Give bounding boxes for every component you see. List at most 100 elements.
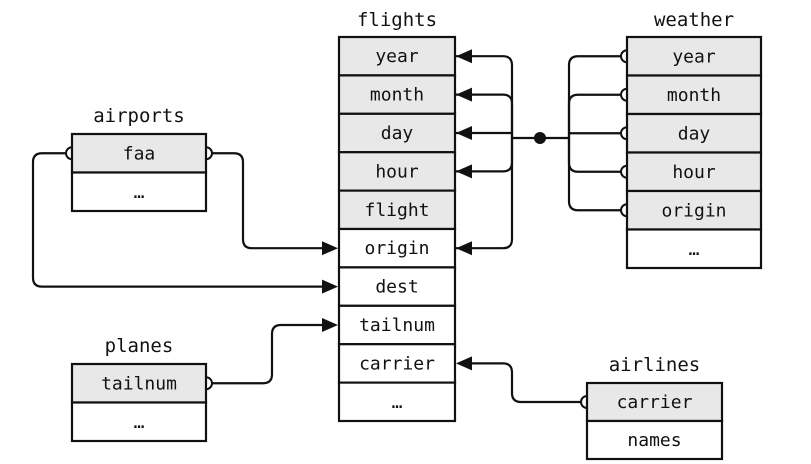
field-label: … xyxy=(689,239,700,260)
table-row[interactable]: tailnum xyxy=(337,304,457,346)
cell-field xyxy=(70,171,208,213)
table-row[interactable]: carrier xyxy=(585,381,724,423)
cell-key xyxy=(625,151,763,193)
table-title-airports: airports xyxy=(93,105,185,127)
link-flights-weather xyxy=(455,138,514,173)
table-title-planes: planes xyxy=(105,335,174,357)
cell-field xyxy=(337,227,457,269)
cell-field xyxy=(337,266,457,307)
field-label: carrier xyxy=(617,392,693,413)
link-airports-dest xyxy=(31,152,325,288)
arrowhead-icon xyxy=(322,318,338,332)
link-weather-flights xyxy=(567,138,621,173)
field-label: dest xyxy=(375,277,418,298)
link-weather-flights xyxy=(567,55,621,138)
table-row[interactable]: day xyxy=(337,112,457,154)
arrowhead-icon xyxy=(322,241,338,256)
field-label: month xyxy=(667,85,721,106)
cell-field xyxy=(70,401,208,443)
link-flights-weather xyxy=(455,93,514,138)
field-label: origin xyxy=(364,238,429,259)
field-label: … xyxy=(134,412,145,433)
table-flights: flights year month day hour flight origin dest t… xyxy=(337,9,457,423)
field-label: … xyxy=(134,182,145,203)
field-label: tailnum xyxy=(101,373,177,394)
field-label: flight xyxy=(364,200,429,221)
one-end-icon xyxy=(620,203,628,218)
one-end-icon xyxy=(205,146,213,161)
field-label: hour xyxy=(672,162,716,183)
one-end-icon xyxy=(205,376,213,391)
one-end-icon xyxy=(620,87,628,102)
arrowhead-icon xyxy=(456,164,472,179)
table-row[interactable]: … xyxy=(337,381,457,423)
table-row[interactable]: carrier xyxy=(337,343,457,384)
table-row[interactable]: origin xyxy=(625,189,763,231)
link-airlines-carrier xyxy=(469,362,581,404)
relation-links xyxy=(31,49,628,409)
link-airports-origin xyxy=(212,152,325,250)
cell-key xyxy=(625,189,763,231)
field-label: tailnum xyxy=(359,315,435,336)
arrowhead-icon xyxy=(456,241,472,256)
table-airlines: airlines carrier names xyxy=(585,354,724,461)
table-row[interactable]: year xyxy=(337,35,457,77)
field-label: day xyxy=(678,123,711,144)
cell-key xyxy=(625,112,763,154)
cell-field xyxy=(337,381,457,423)
table-planes: planes tailnum … xyxy=(70,335,208,443)
table-row[interactable]: month xyxy=(625,74,763,116)
table-row[interactable]: flight xyxy=(337,189,457,231)
one-end-icon xyxy=(580,395,588,409)
cell-key xyxy=(625,35,763,77)
table-title-weather: weather xyxy=(654,9,734,31)
field-label: carrier xyxy=(359,353,435,374)
arrowhead-icon xyxy=(456,87,472,102)
cell-field xyxy=(337,343,457,384)
table-title-airlines: airlines xyxy=(609,354,701,376)
arrowhead-icon xyxy=(456,126,472,140)
table-row[interactable]: hour xyxy=(337,151,457,192)
one-end-icon xyxy=(620,126,628,141)
table-row[interactable]: … xyxy=(625,228,763,270)
field-label: origin xyxy=(661,200,726,221)
field-label: … xyxy=(392,392,403,413)
table-row[interactable]: … xyxy=(70,171,208,213)
arrowhead-icon xyxy=(456,356,472,371)
table-row[interactable]: origin xyxy=(337,227,457,269)
cell-field xyxy=(625,228,763,270)
field-label: faa xyxy=(123,143,156,164)
table-row[interactable]: tailnum xyxy=(70,362,208,404)
link-planes-tailnum xyxy=(212,323,325,385)
table-row[interactable]: faa xyxy=(70,132,208,174)
table-title-flights: flights xyxy=(357,9,437,31)
one-end-icon xyxy=(620,164,628,179)
table-row[interactable]: day xyxy=(625,112,763,154)
table-row[interactable]: names xyxy=(585,419,724,461)
table-row[interactable]: hour xyxy=(625,151,763,193)
field-label: hour xyxy=(375,161,419,182)
table-row[interactable]: … xyxy=(70,401,208,443)
one-end-icon xyxy=(620,49,628,64)
link-flights-weather xyxy=(455,55,514,138)
table-weather: weather year month day hour origin … xyxy=(625,9,763,270)
cell-key xyxy=(337,112,457,154)
cell-field xyxy=(585,419,724,461)
table-row[interactable]: month xyxy=(337,74,457,115)
field-label: year xyxy=(375,46,419,67)
table-row[interactable]: dest xyxy=(337,266,457,307)
table-row[interactable]: year xyxy=(625,35,763,77)
arrowhead-icon xyxy=(322,279,338,294)
one-end-icon xyxy=(65,146,73,161)
arrowhead-icon xyxy=(456,49,472,64)
tables-layer: flights year month day hour flight origin dest t… xyxy=(70,9,763,461)
field-label: year xyxy=(672,46,716,67)
cell-key xyxy=(625,74,763,116)
field-label: day xyxy=(381,123,414,144)
field-label: month xyxy=(370,85,424,106)
link-weather-flights xyxy=(567,93,621,138)
link-weather-flights xyxy=(567,138,621,212)
field-label: names xyxy=(627,430,681,451)
cell-key xyxy=(70,362,208,404)
